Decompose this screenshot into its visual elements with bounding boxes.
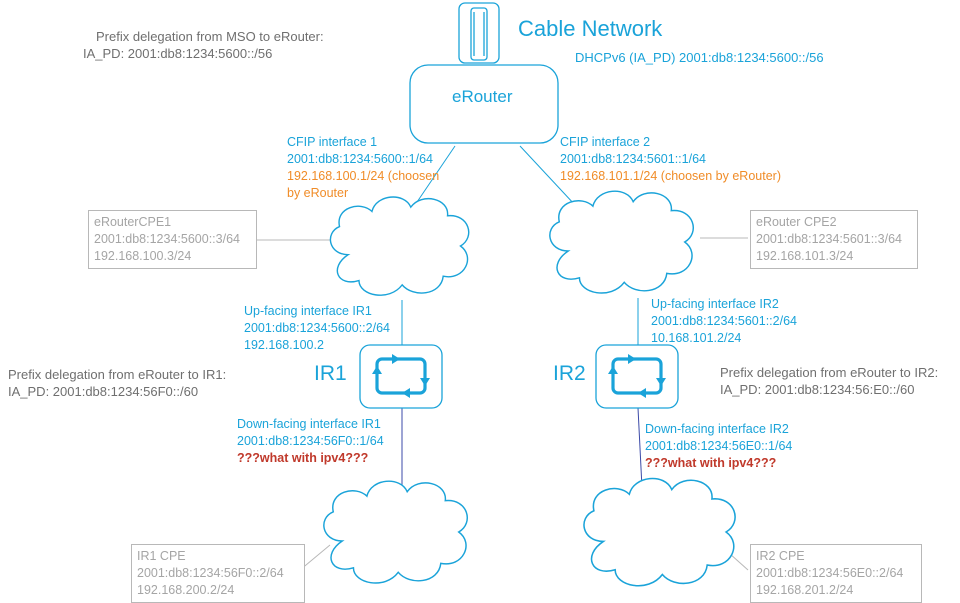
cfip2-title: CFIP interface 2: [560, 135, 651, 149]
cpe2-name: eRouter CPE2: [756, 215, 837, 229]
dhcp-label: DHCPv6 (IA_PD) 2001:db8:1234:5600::/56: [575, 50, 824, 65]
downir1-ipv6: 2001:db8:1234:56F0::1/64: [237, 434, 384, 448]
cable-network-title: Cable Network: [518, 16, 663, 41]
cloud-icon: [323, 480, 468, 584]
cloud-icon: [549, 190, 694, 294]
ir2cpe-ipv6: 2001:db8:1234:56E0::2/64: [756, 566, 904, 580]
downir2-title: Down-facing interface IR2: [645, 422, 789, 436]
upir2-ipv4: 10.168.101.2/24: [651, 331, 742, 345]
downir2-note: ???what with ipv4???: [645, 456, 777, 470]
upir2-title: Up-facing interface IR2: [651, 297, 779, 311]
ir1-label: IR1: [314, 362, 347, 385]
erouter-label: eRouter: [452, 87, 513, 106]
cfip2-ipv4: 192.168.101.1/24 (choosen by eRouter): [560, 169, 781, 183]
upir2-ipv6: 2001:db8:1234:5601::2/64: [651, 314, 797, 328]
ir2-label: IR2: [553, 362, 586, 385]
erouter-cpe1-box: eRouterCPE1 2001:db8:1234:5600::3/64 192…: [88, 210, 257, 269]
erouter-box: [409, 64, 559, 144]
ir1-cpe-box: IR1 CPE 2001:db8:1234:56F0::2/64 192.168…: [131, 544, 305, 603]
ir2cpe-ipv4: 192.168.201.2/24: [756, 583, 854, 597]
cpe1-ipv6: 2001:db8:1234:5600::3/64: [94, 232, 240, 246]
link-erouter-cloud1: [414, 145, 456, 206]
cfip1-ipv4: 192.168.100.1/24 (choosen: [287, 169, 440, 183]
ir1cpe-ipv4: 192.168.200.2/24: [137, 583, 235, 597]
prefix-ir1-line2: IA_PD: 2001:db8:1234:56F0::/60: [8, 384, 199, 399]
erouter-cpe2-box: eRouter CPE2 2001:db8:1234:5601::3/64 19…: [750, 210, 918, 269]
ir2-router-icon: [595, 344, 679, 409]
downir1-note: ???what with ipv4???: [237, 451, 369, 465]
cfip1-title: CFIP interface 1: [287, 135, 378, 149]
cpe2-ipv4: 192.168.101.3/24: [756, 249, 854, 263]
prefix-ir1-line1: Prefix delegation from eRouter to IR1:: [8, 367, 227, 382]
ir1cpe-ipv6: 2001:db8:1234:56F0::2/64: [137, 566, 284, 580]
cloud-icon: [329, 196, 470, 296]
downir2-ipv6: 2001:db8:1234:56E0::1/64: [645, 439, 793, 453]
upir1-ipv4: 192.168.100.2: [244, 338, 324, 352]
link-ir1cpe-cloud3: [299, 544, 331, 571]
link-ir2-cloud4: [637, 407, 643, 489]
upir1-title: Up-facing interface IR1: [244, 304, 372, 318]
cloud-icon: [583, 477, 736, 587]
ir2cpe-name: IR2 CPE: [756, 549, 805, 563]
cpe2-ipv6: 2001:db8:1234:5601::3/64: [756, 232, 902, 246]
cfip2-ipv6: 2001:db8:1234:5601::1/64: [560, 152, 706, 166]
prefix-mso-line2: IA_PD: 2001:db8:1234:5600::/56: [83, 46, 273, 61]
ir1-router-icon: [359, 344, 443, 409]
cfip1-ipv6: 2001:db8:1234:5600::1/64: [287, 152, 433, 166]
cpe1-name: eRouterCPE1: [94, 215, 172, 229]
prefix-mso-line1: Prefix delegation from MSO to eRouter:: [96, 29, 324, 44]
cfip1-ipv4-cont: by eRouter: [287, 186, 349, 200]
prefix-ir2-line2: IA_PD: 2001:db8:1234:56:E0::/60: [720, 382, 915, 397]
ir2-cpe-box: IR2 CPE 2001:db8:1234:56E0::2/64 192.168…: [750, 544, 922, 603]
link-erouter-cloud2: [519, 145, 576, 206]
ir1cpe-name: IR1 CPE: [137, 549, 186, 563]
cpe1-ipv4: 192.168.100.3/24: [94, 249, 192, 263]
upir1-ipv6: 2001:db8:1234:5600::2/64: [244, 321, 390, 335]
prefix-ir2-line1: Prefix delegation from eRouter to IR2:: [720, 365, 939, 380]
downir1-title: Down-facing interface IR1: [237, 417, 381, 431]
cable-modem-icon: [458, 2, 500, 64]
